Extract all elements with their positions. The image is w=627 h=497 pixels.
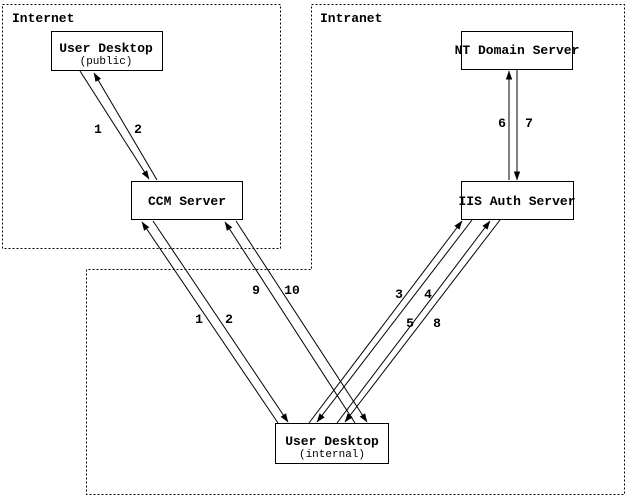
intranet-zone-label: Intranet [320,11,382,26]
edge-label-9: 9 [252,283,260,298]
edge-ccm-to-internal-desktop-10 [235,220,368,423]
edge-label-5: 5 [406,316,414,331]
edge-label-8: 8 [433,316,441,331]
edge-iis-to-internal-desktop-8 [344,219,501,423]
node-ccm-server: CCM Server [131,181,243,220]
node-user-desktop-public-subtitle: (public) [80,56,133,68]
node-iis-auth-server: IIS Auth Server [458,181,576,220]
edge-label-3: 3 [395,287,403,302]
edge-internal-desktop-to-iis-5 [336,220,491,424]
node-user-desktop-internal-title: User Desktop [285,434,379,449]
edge-internal-desktop-to-iis-3 [308,220,463,424]
node-user-desktop-public-title: User Desktop [59,41,153,56]
edge-ccm-to-internal-desktop-2 [152,220,289,423]
intranet-zone-border [86,4,625,495]
node-nt-domain-server-box [461,31,573,70]
node-user-desktop-internal: User Desktop (internal) [275,423,389,464]
edge-label-6: 6 [498,116,506,131]
edge-label-2-public: 2 [134,122,142,137]
edge-label-1-public: 1 [94,122,102,137]
internet-zone-label: Internet [12,11,74,26]
node-nt-domain-server-title: NT Domain Server [455,43,580,58]
node-ccm-server-title: CCM Server [148,194,226,209]
edge-label-10: 10 [284,283,300,298]
edge-iis-to-internal-desktop-4 [316,219,473,423]
node-iis-auth-server-box [461,181,574,220]
node-user-desktop-public: User Desktop (public) [51,31,163,71]
internet-zone-border [2,4,281,249]
node-ccm-server-box [131,181,243,220]
edge-internal-desktop-to-ccm-1 [141,221,279,424]
node-user-desktop-public-box [51,31,163,71]
node-user-desktop-internal-subtitle: (internal) [299,449,365,461]
node-nt-domain-server: NT Domain Server [455,31,580,70]
edge-label-7: 7 [525,116,533,131]
edge-public-desktop-to-ccm [79,70,150,180]
edge-label-2-internal: 2 [225,312,233,327]
edge-internal-desktop-to-ccm-9 [224,221,356,424]
edge-ccm-to-public-desktop [93,72,158,181]
node-user-desktop-internal-box [275,423,389,464]
edge-label-4: 4 [424,287,432,302]
edge-label-1-internal: 1 [195,312,203,327]
node-iis-auth-server-title: IIS Auth Server [458,194,575,209]
